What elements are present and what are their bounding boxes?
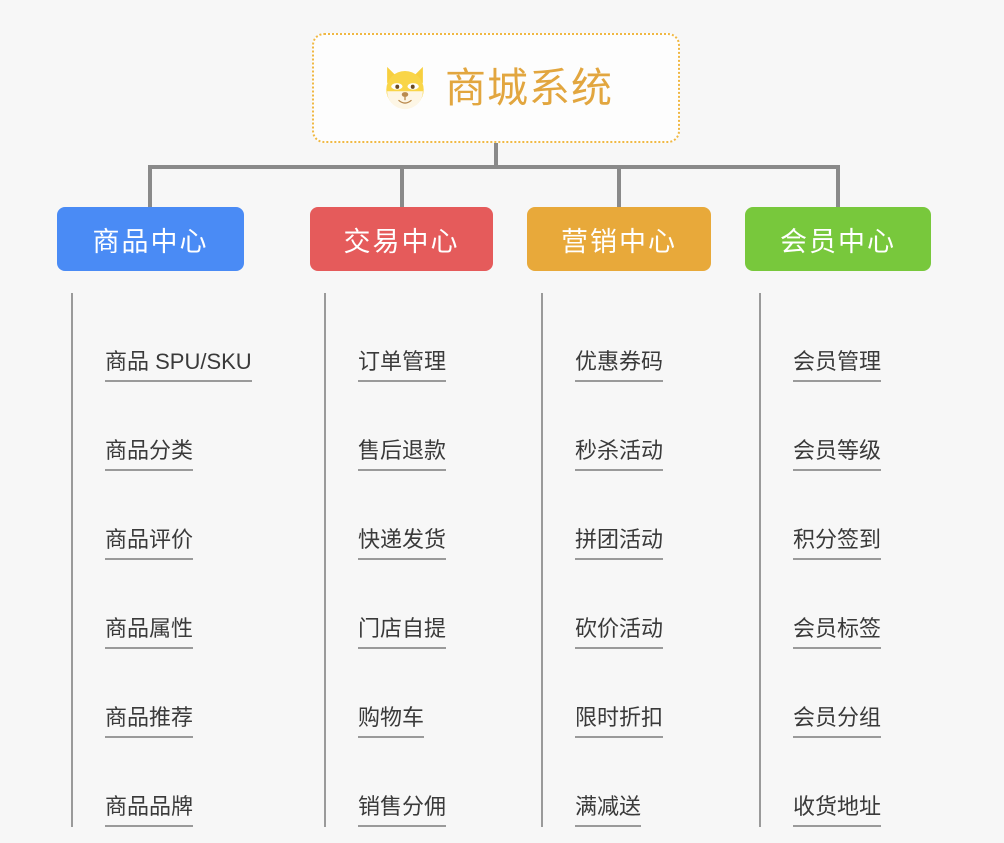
leaf-label: 会员分组	[793, 704, 882, 738]
leaf-item[interactable]: 收货地址	[761, 738, 931, 827]
connector-drop-2	[400, 165, 404, 207]
leaf-label: 快递发货	[358, 526, 447, 560]
branch-title: 会员中心	[780, 226, 896, 257]
connector-root-stem	[494, 143, 498, 168]
leaf-item[interactable]: 会员等级	[761, 382, 931, 471]
leaf-item[interactable]: 拼团活动	[543, 471, 711, 560]
branch-trade-center: 交易中心 订单管理 售后退款 快递发货 门店自提 购物车 销售分佣	[310, 207, 493, 843]
leaf-item[interactable]: 商品评价	[73, 471, 244, 560]
root-node[interactable]: 商城系统	[312, 33, 680, 143]
leaf-label: 积分签到	[793, 526, 882, 560]
leaf-label: 商品分类	[105, 437, 194, 471]
branch-title: 营销中心	[561, 226, 677, 257]
connector-drop-1	[148, 165, 152, 207]
leaf-label: 售后退款	[358, 437, 447, 471]
branch-header-trade-center[interactable]: 交易中心	[310, 207, 493, 271]
leaf-label: 会员等级	[793, 437, 882, 471]
leaf-item[interactable]: 限时折扣	[543, 649, 711, 738]
leaf-label: 销售分佣	[358, 793, 447, 827]
leaf-label: 满减送	[575, 793, 642, 827]
leaf-label: 秒杀活动	[575, 437, 664, 471]
branch-header-member-center[interactable]: 会员中心	[745, 207, 931, 271]
leaf-label: 商品品牌	[105, 793, 194, 827]
leaf-label: 商品属性	[105, 615, 194, 649]
leaf-label: 门店自提	[358, 615, 447, 649]
leaf-item[interactable]: 会员标签	[761, 560, 931, 649]
leaf-label: 商品推荐	[105, 704, 194, 738]
branch-header-marketing-center[interactable]: 营销中心	[527, 207, 711, 271]
branch-title: 交易中心	[343, 226, 460, 257]
leaf-item[interactable]: 秒杀活动	[543, 382, 711, 471]
leaf-item[interactable]: 订单管理	[326, 293, 493, 382]
branch-title: 商品中心	[92, 226, 209, 257]
leaf-item[interactable]: 会员分组	[761, 649, 931, 738]
branch-member-center: 会员中心 会员管理 会员等级 积分签到 会员标签 会员分组 收货地址	[745, 207, 931, 843]
leaf-item[interactable]: 会员管理	[761, 293, 931, 382]
leaf-item[interactable]: 销售分佣	[326, 738, 493, 827]
leaf-label: 购物车	[358, 704, 425, 738]
leaf-label: 商品 SPU/SKU	[105, 348, 252, 382]
leaf-label: 砍价活动	[575, 615, 664, 649]
leaf-list-trade-center: 订单管理 售后退款 快递发货 门店自提 购物车 销售分佣	[324, 293, 493, 827]
shiba-dog-face-icon	[386, 66, 424, 112]
leaf-item[interactable]: 商品 SPU/SKU	[73, 293, 252, 382]
leaf-item[interactable]: 砍价活动	[543, 560, 711, 649]
leaf-list-member-center: 会员管理 会员等级 积分签到 会员标签 会员分组 收货地址	[759, 293, 931, 827]
branch-marketing-center: 营销中心 优惠券码 秒杀活动 拼团活动 砍价活动 限时折扣 满减送	[527, 207, 711, 843]
connector-drop-4	[836, 165, 840, 207]
leaf-label: 收货地址	[793, 793, 882, 827]
leaf-item[interactable]: 门店自提	[326, 560, 493, 649]
leaf-item[interactable]: 商品分类	[73, 382, 244, 471]
leaf-list-product-center: 商品 SPU/SKU 商品分类 商品评价 商品属性 商品推荐 商品品牌	[71, 293, 252, 827]
leaf-item[interactable]: 商品品牌	[73, 738, 244, 827]
leaf-label: 拼团活动	[575, 526, 664, 560]
leaf-item[interactable]: 商品属性	[73, 560, 244, 649]
connector-horizontal-bus	[148, 165, 836, 169]
leaf-label: 会员标签	[793, 615, 882, 649]
leaf-item[interactable]: 优惠券码	[543, 293, 711, 382]
leaf-item[interactable]: 积分签到	[761, 471, 931, 560]
branch-header-product-center[interactable]: 商品中心	[57, 207, 244, 271]
root-title: 商城系统	[445, 64, 613, 111]
leaf-label: 优惠券码	[575, 348, 664, 382]
leaf-item[interactable]: 购物车	[326, 649, 493, 738]
leaf-label: 订单管理	[358, 348, 447, 382]
leaf-item[interactable]: 满减送	[543, 738, 711, 827]
leaf-label: 限时折扣	[575, 704, 664, 738]
leaf-item[interactable]: 快递发货	[326, 471, 493, 560]
leaf-label: 会员管理	[793, 348, 882, 382]
leaf-label: 商品评价	[105, 526, 194, 560]
leaf-list-marketing-center: 优惠券码 秒杀活动 拼团活动 砍价活动 限时折扣 满减送	[541, 293, 711, 827]
leaf-item[interactable]: 商品推荐	[73, 649, 244, 738]
connector-drop-3	[617, 165, 621, 207]
leaf-item[interactable]: 售后退款	[326, 382, 493, 471]
branch-product-center: 商品中心 商品 SPU/SKU 商品分类 商品评价 商品属性 商品推荐 商品品牌	[57, 207, 252, 843]
